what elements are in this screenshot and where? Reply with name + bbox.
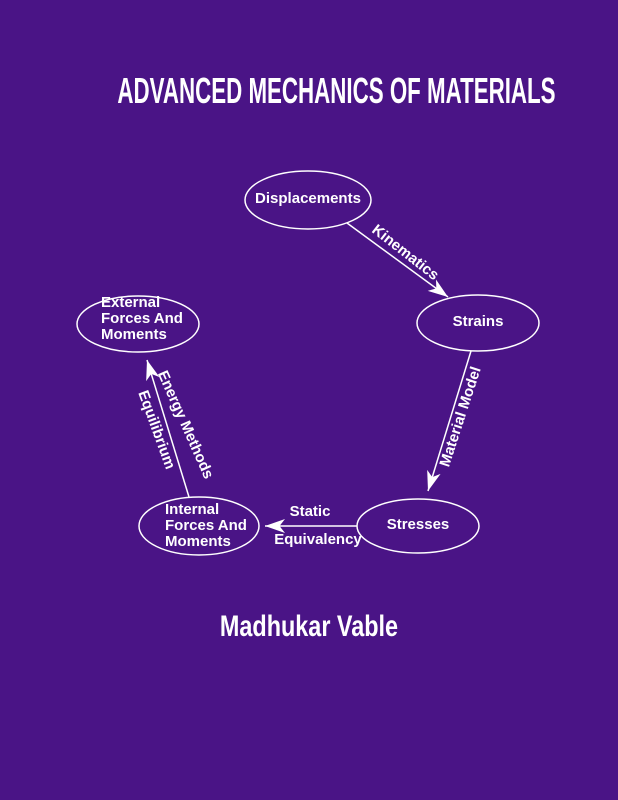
edge-arrow-kinematics: [346, 222, 449, 298]
node-label-strains: Strains: [452, 313, 504, 330]
node-label-line: Forces And: [165, 517, 247, 534]
node-ellipse-displacements: [244, 170, 372, 230]
node-label-line: Internal: [165, 501, 220, 518]
node-label-line: Moments: [165, 533, 231, 550]
book-title: ADVANCED MECHANICS OF MATERIALS: [117, 70, 556, 111]
node-label-line: External: [101, 294, 161, 311]
node-label-displacements: Displacements: [255, 190, 361, 207]
edge-arrow-material-model: [427, 350, 472, 492]
node-ellipse-strains: [416, 294, 540, 352]
node-label-stresses: Stresses: [386, 516, 450, 533]
node-label-external-forces: External Forces And Moments: [101, 295, 183, 343]
edge-arrow-equilibrium-energy: [146, 359, 190, 498]
node-label-internal-forces: Internal Forces And Moments: [165, 502, 247, 550]
node-label-line: Forces And: [101, 310, 183, 327]
node-label-line: Moments: [101, 326, 167, 343]
node-ellipse-external-forces: [76, 295, 200, 353]
author-name: Madhukar Vable: [219, 610, 399, 643]
node-ellipse-internal-forces: [138, 496, 260, 556]
edge-label-equivalency: Equivalency: [274, 531, 362, 548]
edge-label-static: Static: [289, 503, 331, 520]
